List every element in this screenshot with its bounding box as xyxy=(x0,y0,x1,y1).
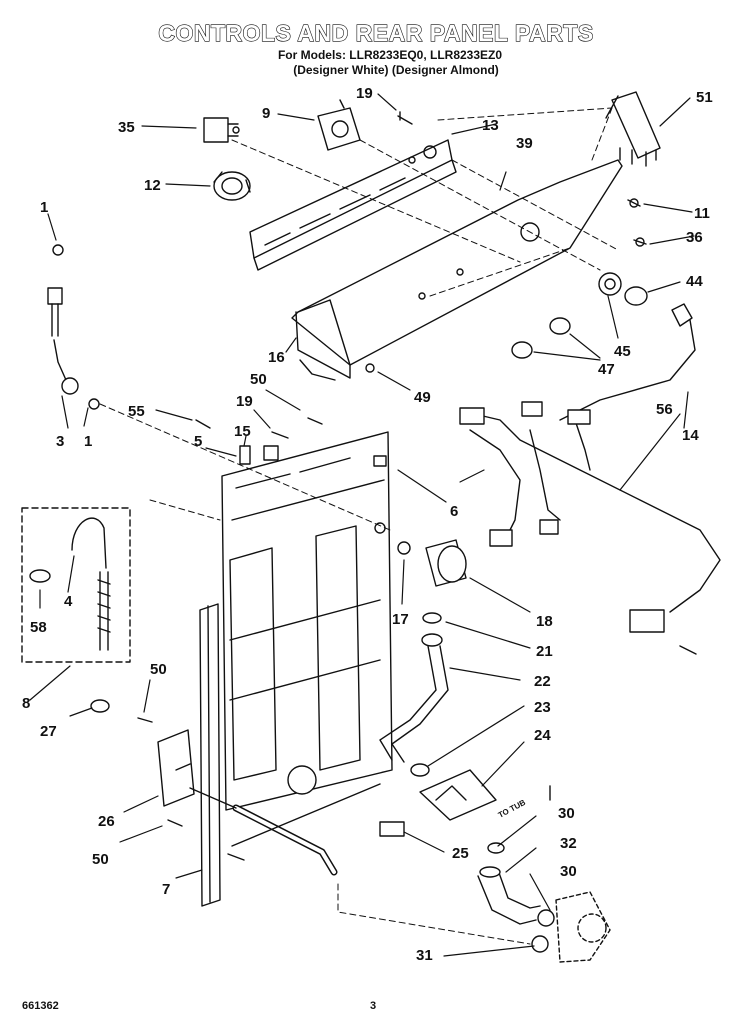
callout-30b: 30 xyxy=(560,863,577,880)
callout-50c: 50 xyxy=(92,851,109,868)
leader-lines xyxy=(29,93,695,957)
wire-harness xyxy=(459,303,721,655)
side-rail xyxy=(199,603,221,907)
callout-31: 31 xyxy=(416,947,433,964)
callout-3: 3 xyxy=(56,433,64,450)
callout-23: 23 xyxy=(534,699,551,716)
inlet-hose xyxy=(47,244,100,410)
callout-14: 14 xyxy=(682,427,699,444)
control-console xyxy=(291,159,623,381)
pump-hose xyxy=(477,785,611,963)
callout-19b: 19 xyxy=(236,393,253,410)
control-panel xyxy=(249,139,457,271)
drain-hose xyxy=(189,783,381,876)
callout-1b: 1 xyxy=(84,433,92,450)
screws xyxy=(137,111,647,827)
callout-39: 39 xyxy=(516,135,533,152)
callout-1a: 1 xyxy=(40,199,48,216)
callout-labels: 1 1 3 4 5 6 7 8 9 11 12 13 14 15 16 17 1… xyxy=(22,85,713,964)
model-info: For Models: LLR8233EQ0, LLR8233EZ0 (Desi… xyxy=(0,48,752,78)
callout-11: 11 xyxy=(694,205,710,222)
page-number: 3 xyxy=(370,1000,377,1012)
callout-26: 26 xyxy=(98,813,115,830)
callout-45: 45 xyxy=(614,343,631,360)
clamp-27 xyxy=(90,699,110,713)
page-title: CONTROLS AND REAR PANEL PARTS xyxy=(158,19,594,46)
pressure-switch xyxy=(239,445,467,587)
kit-box xyxy=(21,507,131,663)
callout-21: 21 xyxy=(536,643,553,660)
callout-58: 58 xyxy=(30,619,47,636)
callout-12: 12 xyxy=(144,177,161,194)
knobs xyxy=(511,272,648,359)
callout-36: 36 xyxy=(686,229,703,246)
callout-8: 8 xyxy=(22,695,30,712)
variants-line: (Designer White) (Designer Almond) xyxy=(293,63,499,77)
callout-25: 25 xyxy=(452,845,469,862)
bracket-24 xyxy=(379,769,497,837)
callout-50a: 50 xyxy=(250,371,267,388)
callout-4: 4 xyxy=(64,593,73,610)
callout-6: 6 xyxy=(450,503,458,520)
guide-lines xyxy=(99,107,619,945)
hose-22 xyxy=(379,612,449,777)
callout-19a: 19 xyxy=(356,85,373,102)
callout-27: 27 xyxy=(40,723,57,740)
diagram-code: 661362 xyxy=(22,1000,59,1012)
callout-24: 24 xyxy=(534,727,551,744)
to-tub-note: TO TUB xyxy=(497,798,528,820)
callout-47: 47 xyxy=(598,361,615,378)
callout-5: 5 xyxy=(194,433,202,450)
callout-22: 22 xyxy=(534,673,551,690)
models-line: For Models: LLR8233EQ0, LLR8233EZ0 xyxy=(277,48,503,62)
callout-18: 18 xyxy=(536,613,553,630)
switch-35 xyxy=(203,117,240,143)
timer-knob xyxy=(213,171,251,201)
callout-51: 51 xyxy=(696,89,713,106)
callout-32: 32 xyxy=(560,835,577,852)
callout-44: 44 xyxy=(686,273,703,290)
callout-7: 7 xyxy=(162,881,170,898)
timer-9 xyxy=(317,99,361,151)
callout-56: 56 xyxy=(656,401,673,418)
callout-15: 15 xyxy=(234,423,251,440)
callout-17: 17 xyxy=(392,611,409,628)
callout-9: 9 xyxy=(262,105,270,122)
callout-50b: 50 xyxy=(150,661,167,678)
callout-55: 55 xyxy=(128,403,145,420)
callout-49: 49 xyxy=(414,389,431,406)
callout-16: 16 xyxy=(268,349,285,366)
bracket-51 xyxy=(605,91,661,167)
callout-30a: 30 xyxy=(558,805,575,822)
rear-panel xyxy=(221,431,393,811)
callout-35: 35 xyxy=(118,119,135,136)
valve-housing xyxy=(157,729,195,807)
callout-13: 13 xyxy=(482,117,499,134)
